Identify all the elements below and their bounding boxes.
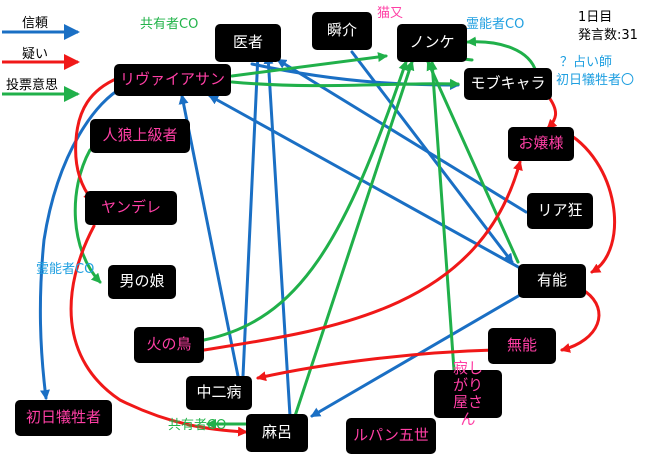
node-mob: モブキャラ xyxy=(464,68,552,100)
edge-doubt-yandere-maro xyxy=(69,224,248,437)
maro-co-label: 共有者CO xyxy=(168,418,227,433)
node-sabishi: 寂しがり屋さん xyxy=(434,359,502,428)
edge-doubt-riva-yandere xyxy=(74,76,120,202)
edge-trust-ishi-mob xyxy=(250,62,460,90)
node-shonichi: 初日犠牲者 xyxy=(15,400,112,436)
ishi-co-label: 共有者CO xyxy=(140,17,199,32)
day-label: 1日目 xyxy=(578,10,613,25)
node-ishi: 医者 xyxy=(215,24,281,62)
nonke-co-label: 霊能者CO xyxy=(466,17,525,32)
node-riakyou: リア狂 xyxy=(527,193,593,229)
node-otokonoko: 男の娘 xyxy=(108,265,176,299)
node-chuuni: 中二病 xyxy=(186,376,252,410)
node-munou: 無能 xyxy=(488,328,556,364)
edge-vote-sabishi-nonke xyxy=(427,60,456,372)
otokonoko-co-label: 霊能者CO xyxy=(36,262,95,277)
edge-trust-riva-shonichi xyxy=(38,86,124,400)
edge-trust-chuuni-ishi xyxy=(241,52,263,378)
edge-vote-yuunou-nonke xyxy=(426,60,520,264)
node-shunsuke: 瞬介 xyxy=(312,12,372,50)
edge-vote-jinro-otokonoko xyxy=(73,148,102,284)
legend-vote-label: 投票意思 xyxy=(6,78,59,93)
node-hinotori: 火の鳥 xyxy=(134,327,204,363)
edge-vote-hinotori-nonke xyxy=(202,60,409,342)
node-maro: 麻呂 xyxy=(246,414,308,452)
edge-trust-shunsuke-yuunou xyxy=(350,50,514,264)
edge-trust-yuunou-riva xyxy=(208,94,522,270)
node-riva: リヴァイアサン xyxy=(114,64,231,96)
edge-doubt-munou-chuuni xyxy=(256,348,496,382)
edge-trust-maro-ishi xyxy=(263,54,292,418)
edge-vote-nonke-mob xyxy=(466,36,538,74)
mob-annotation-2: 初日犠牲者〇 xyxy=(556,73,635,88)
edge-vote-riva-nonke xyxy=(230,52,388,78)
edge-doubt-ojou-yuunou xyxy=(560,128,617,274)
node-ojou: お嬢様 xyxy=(508,127,574,161)
node-yandere: ヤンデレ xyxy=(85,191,177,225)
node-nonke: ノンケ xyxy=(397,24,467,62)
edge-trust-chuuni-riva xyxy=(178,94,240,378)
edge-doubt-mob-ojou xyxy=(546,94,558,130)
edge-doubt-yuunou-munou xyxy=(560,290,601,353)
node-yuunou: 有能 xyxy=(518,264,586,298)
legend-doubt-label: 疑い xyxy=(22,47,49,62)
statement-count: 発言数:31 xyxy=(578,28,638,43)
edge-vote-riva-mob xyxy=(230,78,460,89)
node-lupin: ルパン五世 xyxy=(346,418,436,454)
node-jinro: 人狼上級者 xyxy=(90,119,190,153)
legend-trust-label: 信頼 xyxy=(22,16,49,31)
edge-vote-maro-nonke xyxy=(293,60,415,418)
shunsuke-role-label: 猫又 xyxy=(377,6,404,21)
mob-annotation-1: ？占い師 xyxy=(560,55,613,70)
edge-doubt-hinotori-ojou xyxy=(202,160,523,352)
